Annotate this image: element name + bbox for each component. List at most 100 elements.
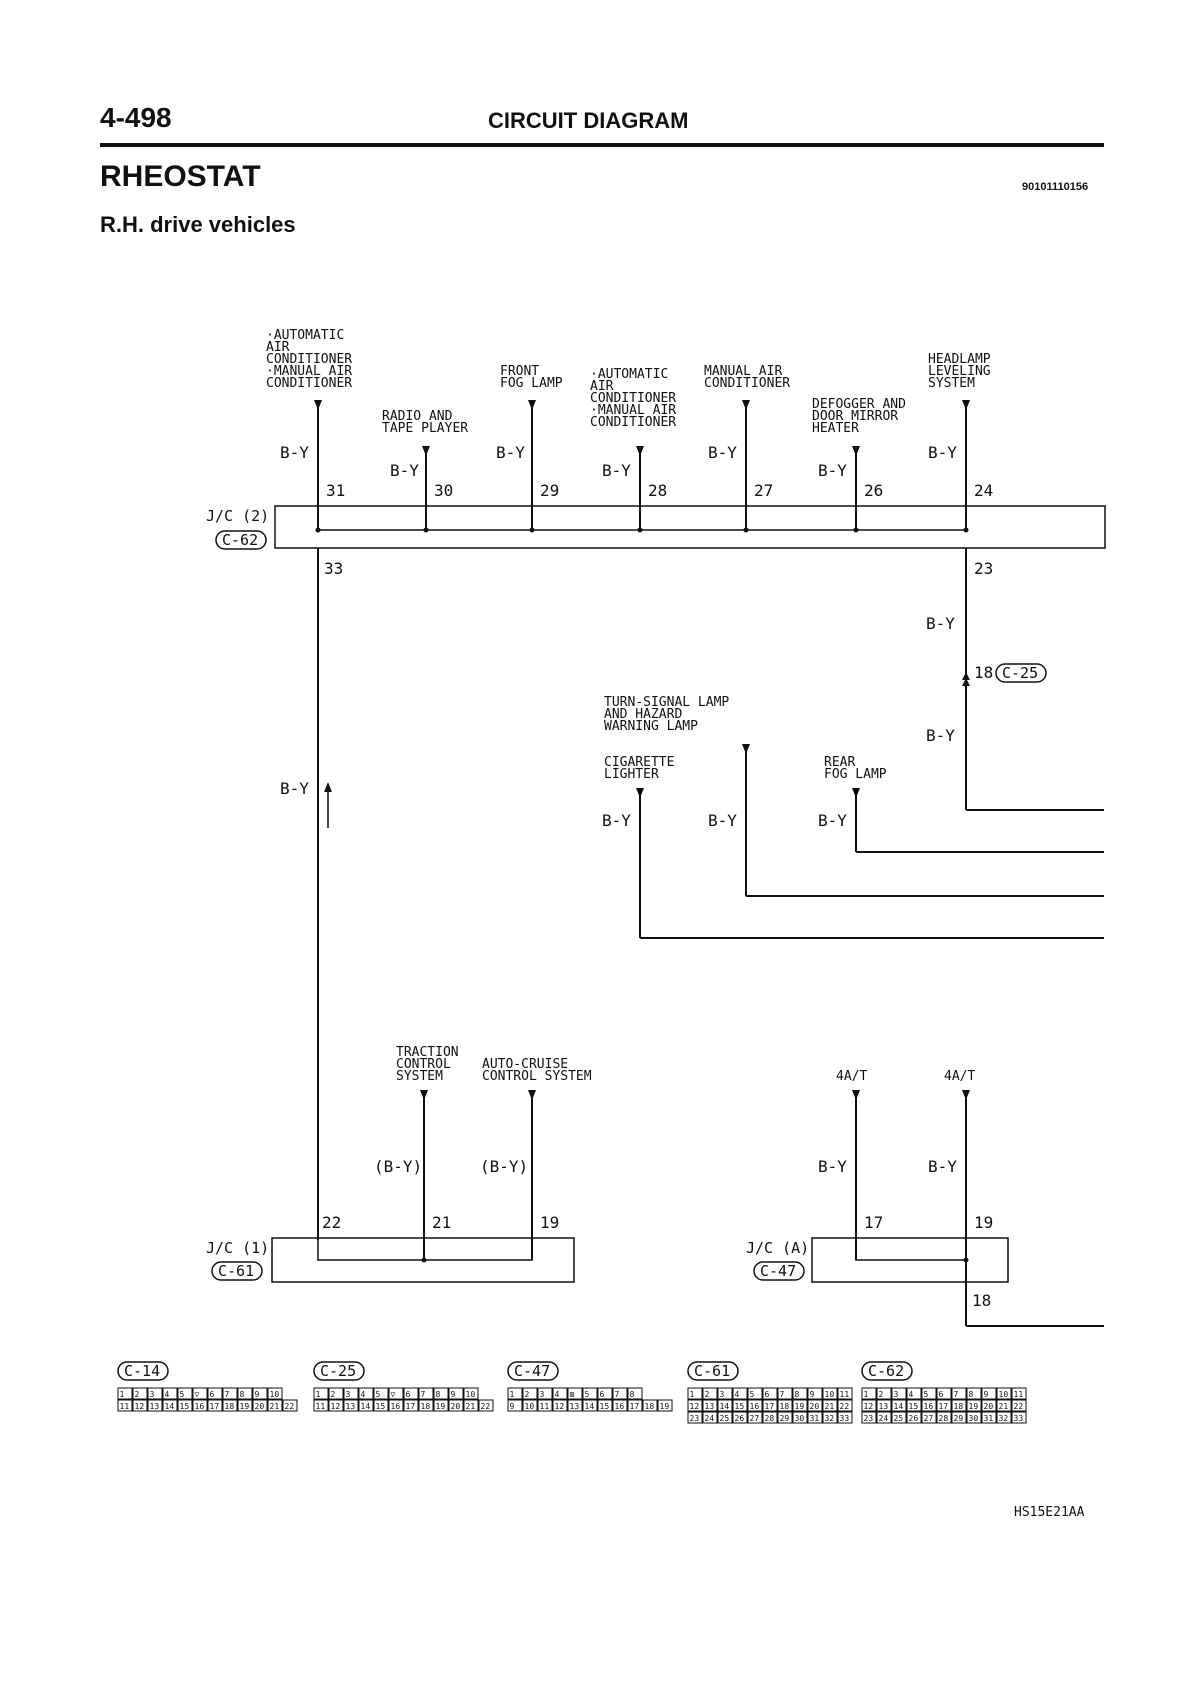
top-feed-31: ·AUTOMATIC AIR CONDITIONER·MANUAL AIR CO… (266, 328, 352, 533)
connector-pin-number: 4 (735, 1390, 740, 1399)
turn-signal-wire-color: B-Y (708, 811, 737, 830)
connector-pin-cell (222, 1387, 238, 1400)
pin-18-out: 18 (972, 1291, 991, 1310)
connector-pin-cell (861, 1399, 877, 1412)
jca-bus (855, 1240, 967, 1261)
connector-pin-cell (966, 1399, 982, 1412)
connector-pin-cell (936, 1411, 952, 1424)
feed-pin: 17 (864, 1213, 883, 1232)
feed-label-line: HEATER (812, 421, 859, 436)
connector-pin-number: 13 (879, 1402, 889, 1411)
connector-pin-number: 28 (765, 1414, 775, 1423)
feed-pin: 28 (648, 481, 667, 500)
connector-pin-number: 6 (765, 1390, 770, 1399)
connector-pin-cell (328, 1387, 344, 1400)
document-code: 90101110156 (1022, 181, 1089, 193)
connector-pin-number: 6 (600, 1390, 605, 1399)
connector-pin-cell (1011, 1399, 1027, 1412)
connector-pin-number: 2 (705, 1390, 710, 1399)
connector-pin-cell (552, 1399, 568, 1412)
connector-pin-number: 15 (180, 1402, 190, 1411)
connector-pin-cell (448, 1399, 464, 1412)
connector-pin-number: 2 (135, 1390, 140, 1399)
connector-pin-number: 11 (540, 1402, 550, 1411)
connector-pin-number: ⊠ (570, 1390, 575, 1399)
connector-pin-number: 18 (225, 1402, 235, 1411)
connector-pin-cell (343, 1399, 359, 1412)
feed-label-line: HEADLAMP (928, 352, 991, 367)
rear-fog-label-1: REAR (824, 755, 855, 770)
connector-pin-number: 13 (346, 1402, 356, 1411)
feed-label-line: ·AUTOMATIC (266, 328, 344, 343)
connector-pin-number: 22 (840, 1402, 850, 1411)
feed-label-line: ·MANUAL AIR (266, 364, 352, 379)
connector-face-name: C-61 (694, 1362, 730, 1380)
connector-pin-number: 31 (810, 1414, 820, 1423)
feed-wire-color: (B-Y) (374, 1157, 422, 1176)
top-feed-28: ·AUTOMATIC AIR CONDITIONER·MANUAL AIR CO… (590, 367, 676, 533)
connector-pin-number: 16 (750, 1402, 760, 1411)
pin-23: 23 (974, 559, 993, 578)
connector-pin-cell (117, 1387, 133, 1400)
connector-pin-cell (388, 1387, 404, 1400)
connector-pin-number: 8 (240, 1390, 245, 1399)
connector-pin-cell (567, 1399, 583, 1412)
feed-wire-color: B-Y (390, 461, 419, 480)
figure-code: HS15E21AA (1014, 1505, 1085, 1520)
connector-face-name: C-25 (320, 1362, 356, 1380)
connector-pin-number: 27 (750, 1414, 760, 1423)
connector-pin-number: 7 (225, 1390, 230, 1399)
turn-signal-label-1: TURN-SIGNAL LAMP (604, 695, 729, 710)
connector-pin-cell (373, 1387, 389, 1400)
connector-pin-number: 17 (765, 1402, 775, 1411)
connector-pin-number: 18 (780, 1402, 790, 1411)
connector-pin-number: 32 (999, 1414, 1009, 1423)
feed-wire-color: B-Y (708, 443, 737, 462)
connector-pin-number: 14 (894, 1402, 904, 1411)
connector-pin-cell (463, 1387, 479, 1400)
jc2-block (274, 505, 1106, 549)
connector-pin-number: 4 (909, 1390, 914, 1399)
connector-pin-cell (702, 1387, 718, 1400)
feed-pin: 26 (864, 481, 883, 500)
pin-22: 22 (322, 1213, 341, 1232)
connector-pin-number: 15 (600, 1402, 610, 1411)
feed-label-line: TRACTION (396, 1045, 459, 1060)
connector-pin-cell (837, 1399, 853, 1412)
connector-pin-cell (267, 1399, 283, 1412)
connector-pin-number: 7 (615, 1390, 620, 1399)
connector-pin-cell (328, 1399, 344, 1412)
connector-pin-cell (1011, 1411, 1027, 1424)
connector-pin-cell (252, 1399, 268, 1412)
connector-pin-cell (861, 1387, 877, 1400)
connector-pin-number: 12 (331, 1402, 341, 1411)
connector-pin-cell (403, 1399, 419, 1412)
connector-pin-number: 14 (720, 1402, 730, 1411)
turn-signal-label-3: WARNING LAMP (604, 719, 698, 734)
feed-pin: 21 (432, 1213, 451, 1232)
connector-pin-number: 5 (585, 1390, 590, 1399)
connector-pin-number: 9 (984, 1390, 989, 1399)
connector-pin-cell (807, 1411, 823, 1424)
connector-pin-cell (951, 1411, 967, 1424)
connector-pin-cell (981, 1399, 997, 1412)
connector-pin-cell (627, 1399, 643, 1412)
connector-pin-number: 16 (195, 1402, 205, 1411)
connector-pin-number: 13 (705, 1402, 715, 1411)
connector-pin-cell (582, 1399, 598, 1412)
connector-pin-cell (582, 1387, 598, 1400)
connector-pin-number: 7 (954, 1390, 959, 1399)
connector-pin-number: 4 (165, 1390, 170, 1399)
connector-pin-cell (597, 1399, 613, 1412)
splice-node (963, 527, 969, 533)
feed-label-line: RADIO AND (382, 409, 453, 424)
jca-connector: C-47 (760, 1262, 796, 1280)
connector-pin-number: 24 (879, 1414, 889, 1423)
connector-pin-number: 24 (705, 1414, 715, 1423)
connector-pin-number: 31 (984, 1414, 994, 1423)
